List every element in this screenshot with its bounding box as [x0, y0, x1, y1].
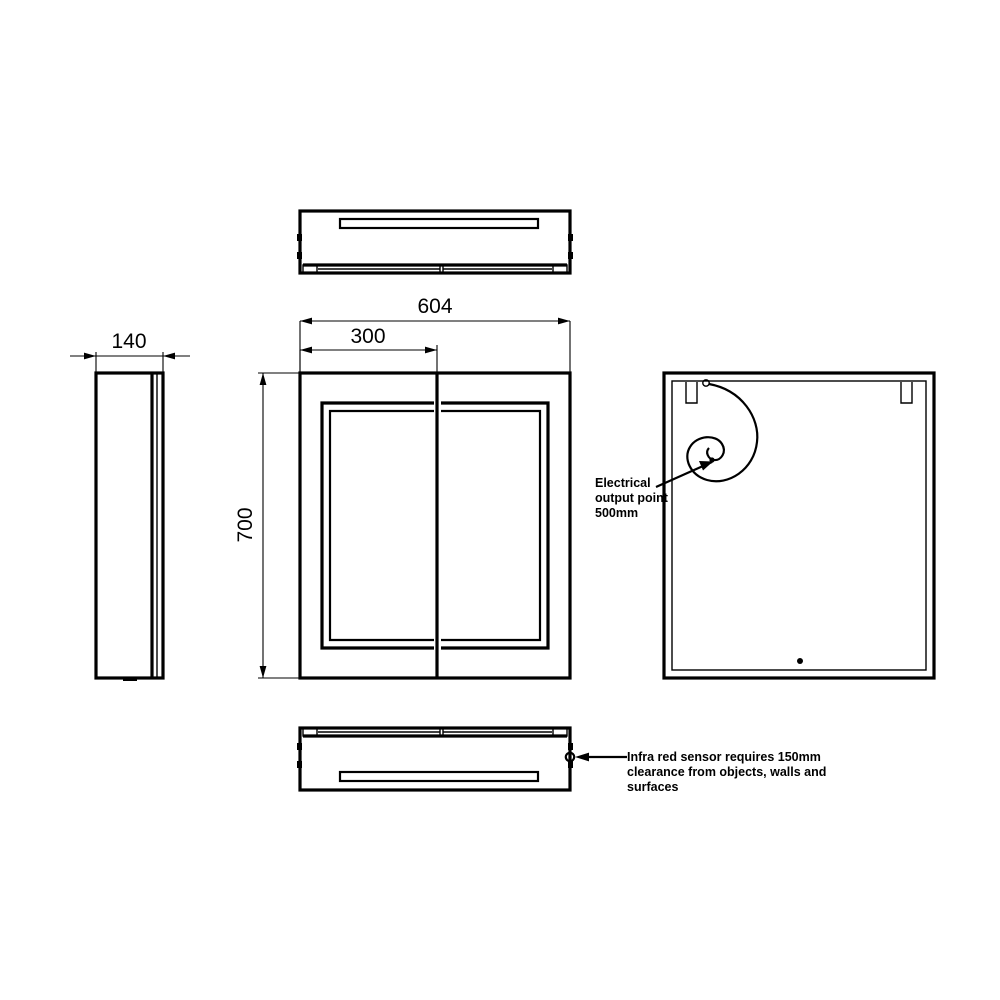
annotation-infra-red-sensor: Infra red sensor requires 150mm clearanc… [575, 750, 826, 794]
side-view [94, 371, 165, 681]
rear-bracket-left [685, 382, 698, 404]
annotation-sensor-line-3: surfaces [627, 780, 678, 794]
dimension-140: 140 [70, 330, 190, 378]
dimension-label-604: 604 [417, 295, 452, 318]
dimension-label-300: 300 [350, 325, 385, 348]
annotation-electrical-line-1: Electrical [595, 476, 651, 490]
annotation-sensor-line-1: Infra red sensor requires 150mm [627, 750, 821, 764]
dimension-300: 300 [299, 325, 438, 378]
dimension-700: 700 [234, 372, 300, 679]
front-view [298, 371, 572, 680]
rear-bracket-right [900, 382, 913, 404]
annotation-electrical-line-2: output point [595, 491, 669, 505]
infra-red-sensor-icon [564, 751, 576, 763]
front-door-left [320, 401, 434, 650]
annotation-sensor-line-2: clearance from objects, walls and [627, 765, 826, 779]
rear-bottom-fixing-point [797, 658, 803, 664]
dimension-604: 604 [299, 295, 571, 378]
dimension-label-700: 700 [234, 507, 257, 542]
rear-view [662, 371, 936, 680]
rear-coiled-cable [686, 379, 759, 483]
annotation-electrical-output-point: Electrical output point 500mm [595, 460, 713, 520]
top-view [297, 209, 573, 275]
bottom-view [297, 726, 576, 792]
dimension-label-140: 140 [111, 330, 146, 353]
front-door-right [441, 401, 550, 650]
annotation-electrical-line-3: 500mm [595, 506, 638, 520]
